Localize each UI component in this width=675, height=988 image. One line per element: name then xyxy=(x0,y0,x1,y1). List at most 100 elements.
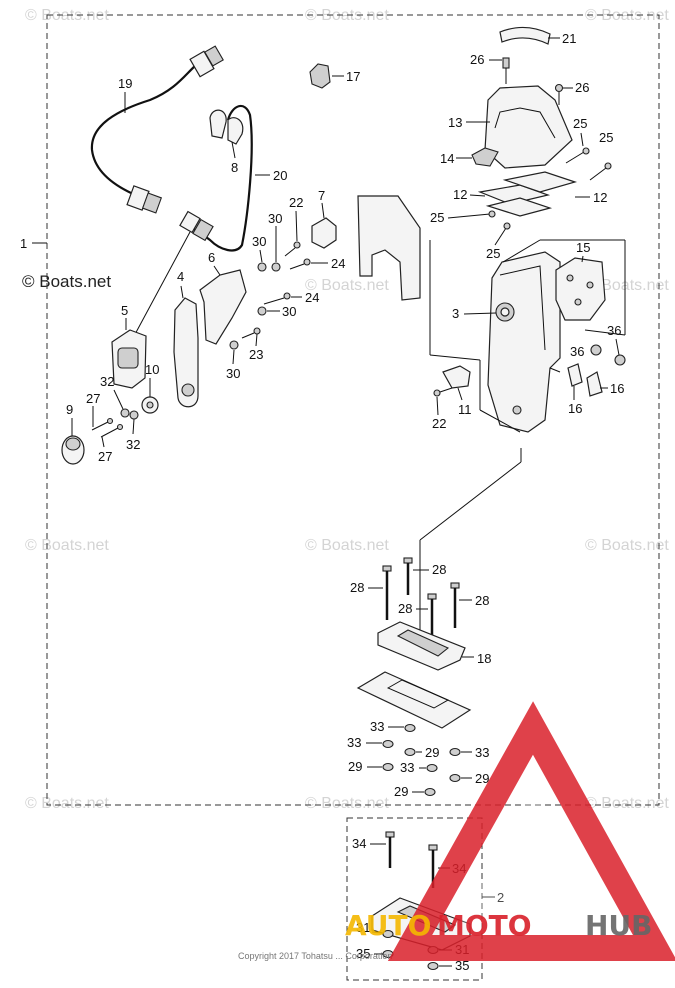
label-36b: 36 xyxy=(570,344,584,359)
part-3-control-body xyxy=(487,251,561,433)
label-26a: 26 xyxy=(470,52,484,67)
watermarks: © Boats.net © Boats.net © Boats.net © Bo… xyxy=(22,7,669,812)
label-6: 6 xyxy=(208,250,215,265)
label-34a: 34 xyxy=(352,836,366,851)
part-7-bushing xyxy=(311,217,337,249)
part-16 xyxy=(567,363,583,387)
part-12-bracket xyxy=(502,171,578,193)
bolt-icon xyxy=(403,557,413,564)
part-21-cap xyxy=(499,26,551,45)
label-30c: 30 xyxy=(282,304,296,319)
bolt-icon xyxy=(450,582,460,589)
washer-icon xyxy=(382,739,394,749)
label-22b: 22 xyxy=(432,416,446,431)
label-15: 15 xyxy=(576,240,590,255)
label-33c: 33 xyxy=(475,745,489,760)
watermark: © Boats.net xyxy=(585,537,669,554)
label-10: 10 xyxy=(145,362,159,377)
part-12-bracket xyxy=(477,184,551,205)
label-33a: 33 xyxy=(370,719,384,734)
part-16 xyxy=(586,371,603,397)
part-17 xyxy=(309,63,331,89)
nut-icon xyxy=(424,787,436,797)
label-12a: 12 xyxy=(453,187,467,202)
bolt-icon xyxy=(382,565,392,572)
label-24a: 24 xyxy=(331,256,345,271)
screw-icon xyxy=(604,162,612,170)
logo-hub: HUB xyxy=(585,909,653,942)
bolt-icon xyxy=(428,844,438,851)
part-6-bracket xyxy=(199,269,247,345)
sub-assembly-box xyxy=(346,817,483,981)
watermark: © Boats.net xyxy=(585,795,669,812)
label-28d: 28 xyxy=(475,593,489,608)
washer-icon xyxy=(129,410,139,420)
watermark: © Boats.net xyxy=(25,537,109,554)
part-gasket-plate xyxy=(356,671,472,729)
nut-icon xyxy=(404,747,416,757)
watermark: © Boats.net xyxy=(25,795,109,812)
label-33d: 33 xyxy=(400,760,414,775)
label-29c: 29 xyxy=(475,771,489,786)
washer-icon xyxy=(229,340,239,350)
screw-icon xyxy=(253,327,261,335)
label-29b: 29 xyxy=(348,759,362,774)
part-12-bracket xyxy=(485,197,553,217)
label-35b: 35 xyxy=(455,958,469,973)
washer-icon xyxy=(404,723,416,733)
screw-icon xyxy=(433,389,441,397)
screw-icon xyxy=(116,423,124,431)
label-29a: 29 xyxy=(425,745,439,760)
screw-icon xyxy=(503,222,511,230)
nut-icon xyxy=(449,773,461,783)
label-4: 4 xyxy=(177,269,184,284)
part-gasket xyxy=(357,195,421,301)
label-1: 1 xyxy=(20,236,27,251)
label-26b: 26 xyxy=(575,80,589,95)
label-12b: 12 xyxy=(593,190,607,205)
label-7: 7 xyxy=(318,188,325,203)
label-17: 17 xyxy=(346,69,360,84)
part-11-bracket xyxy=(442,365,471,389)
label-28b: 28 xyxy=(432,562,446,577)
label-18: 18 xyxy=(477,651,491,666)
nut-icon xyxy=(382,762,394,772)
part-36 xyxy=(614,354,626,366)
bolt-icon xyxy=(427,593,437,600)
label-30a: 30 xyxy=(252,234,266,249)
screw-icon xyxy=(554,83,564,93)
label-22a: 22 xyxy=(289,195,303,210)
label-30b: 30 xyxy=(268,211,282,226)
assembly-box xyxy=(46,14,660,806)
label-19: 19 xyxy=(118,76,132,91)
label-24b: 24 xyxy=(305,290,319,305)
label-13: 13 xyxy=(448,115,462,130)
watermark: © Boats.net xyxy=(585,277,669,294)
label-16a: 16 xyxy=(568,401,582,416)
label-28a: 28 xyxy=(350,580,364,595)
label-23: 23 xyxy=(249,347,263,362)
washer-icon xyxy=(257,306,267,316)
label-5: 5 xyxy=(121,303,128,318)
leader-line xyxy=(132,231,191,339)
label-25c: 25 xyxy=(430,210,444,225)
label-2: 2 xyxy=(497,890,504,905)
logo-auto: AUTO xyxy=(345,909,431,942)
label-27b: 27 xyxy=(98,449,112,464)
label-32a: 32 xyxy=(100,374,114,389)
watermark: © Boats.net xyxy=(305,537,389,554)
washer-icon xyxy=(257,262,267,272)
label-27a: 27 xyxy=(86,391,100,406)
label-29d: 29 xyxy=(394,784,408,799)
screw-icon xyxy=(106,417,114,425)
part-36 xyxy=(590,344,602,356)
washer-icon xyxy=(120,408,130,418)
part-19-harness xyxy=(90,65,196,202)
label-33b: 33 xyxy=(347,735,361,750)
label-16b: 16 xyxy=(610,381,624,396)
label-35a: 35 xyxy=(356,946,370,961)
label-36a: 36 xyxy=(607,323,621,338)
screw-icon xyxy=(582,147,590,155)
label-14: 14 xyxy=(440,151,454,166)
